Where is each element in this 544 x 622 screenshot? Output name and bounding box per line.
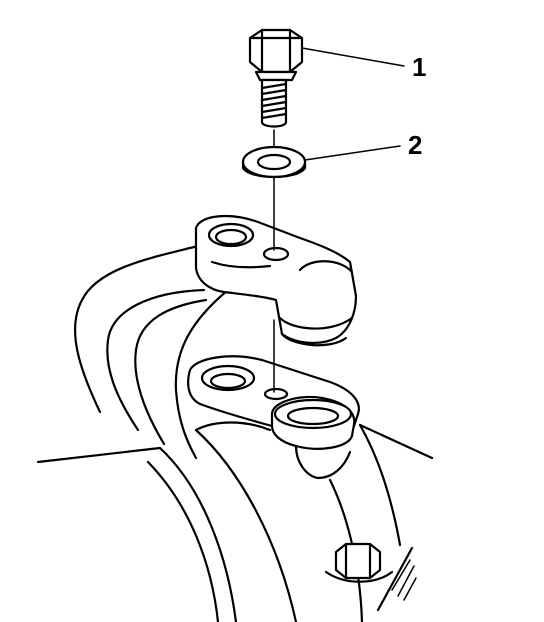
housing-body [36,421,434,622]
pipes [74,244,230,460]
washer [241,145,307,179]
callout-label-2: 2 [408,130,422,160]
callout-label-1: 1 [412,52,426,82]
callout-leaders [301,47,405,161]
upper-bracket [194,215,358,347]
lower-nut [324,542,394,583]
bolt [248,28,304,128]
lower-flange [187,355,360,480]
